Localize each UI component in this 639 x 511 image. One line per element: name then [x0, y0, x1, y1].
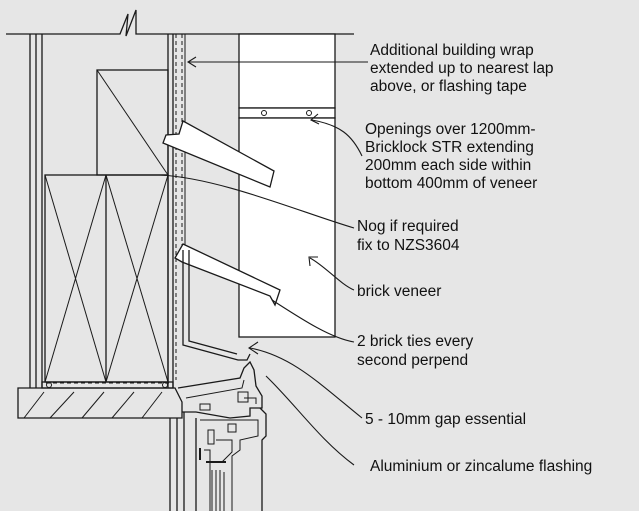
window-sill-profile [177, 360, 263, 419]
annotation-line: second perpend [357, 352, 468, 369]
annotation-line: extended up to nearest lap [370, 60, 554, 77]
annotation-bricklock-str: Openings over 1200mm- Bricklock STR exte… [365, 121, 537, 192]
leader-gap [249, 347, 363, 419]
upper-brick [238, 33, 336, 109]
leader-brick-veneer [309, 257, 355, 291]
svg-text:Bricklock STR extending: Bricklock STR extending [365, 139, 534, 156]
svg-text:Openings over 1200mm-: Openings over 1200mm- [365, 121, 536, 138]
annotation-building-wrap: Additional building wrap extended up to … [370, 42, 554, 95]
brick-ties [162, 120, 281, 307]
svg-text:Aluminium or zincalume flashin: Aluminium or zincalume flashing [370, 458, 592, 475]
svg-text:2 brick ties every: 2 brick ties every [357, 333, 474, 350]
svg-text:second perpend: second perpend [357, 352, 468, 369]
window-sill-assembly [17, 250, 267, 511]
annotation-line: Additional building wrap [370, 42, 534, 59]
annotation-nog: Nog if required fix to NZS3604 [357, 218, 460, 254]
annotation-line: bottom 400mm of veneer [365, 175, 537, 192]
timber-lining [17, 387, 183, 419]
svg-text:above, or flashing tape: above, or flashing tape [370, 78, 527, 95]
upper-brick-tie [162, 120, 275, 188]
top-break-line [6, 9, 354, 37]
svg-text:bottom 400mm of veneer: bottom 400mm of veneer [365, 175, 537, 192]
leader-lines [159, 56, 368, 466]
svg-text:Nog if required: Nog if required [357, 218, 459, 235]
annotation-gap: 5 - 10mm gap essential [365, 411, 526, 428]
annotation-line: 5 - 10mm gap essential [365, 411, 526, 428]
annotation-line: fix to NZS3604 [357, 237, 460, 254]
svg-text:200mm each side within: 200mm each side within [365, 157, 531, 174]
leader-flashing [265, 375, 355, 466]
svg-text:fix to NZS3604: fix to NZS3604 [357, 237, 460, 254]
annotation-line: Bricklock STR extending [365, 139, 534, 156]
annotation-line: Aluminium or zincalume flashing [370, 458, 592, 475]
svg-text:extended up to nearest lap: extended up to nearest lap [370, 60, 554, 77]
annotation-line: above, or flashing tape [370, 78, 527, 95]
cavity-flashing [182, 250, 251, 361]
cavity-building-wrap [46, 34, 186, 384]
lower-brick [238, 117, 336, 338]
leader-bricklock [311, 119, 363, 157]
window-frame [169, 412, 185, 511]
lower-brick-tie [174, 243, 281, 307]
annotation-flashing: Aluminium or zincalume flashing [370, 458, 592, 475]
svg-text:brick veneer: brick veneer [357, 283, 441, 300]
annotation-line: brick veneer [357, 283, 441, 300]
mortar-joint [238, 107, 336, 119]
svg-text:5 - 10mm gap essential: 5 - 10mm gap essential [365, 411, 526, 428]
annotation-brick-ties: 2 brick ties every second perpend [357, 333, 474, 369]
annotation-line: 2 brick ties every [357, 333, 474, 350]
annotation-brick-veneer: brick veneer [357, 283, 441, 300]
annotation-line: 200mm each side within [365, 157, 531, 174]
timber-framing [6, 9, 354, 389]
leader-brick-ties [271, 299, 355, 343]
svg-text:Additional building wrap: Additional building wrap [370, 42, 534, 59]
annotation-line: Nog if required [357, 218, 459, 235]
leader-nog [159, 174, 355, 229]
annotation-line: Openings over 1200mm- [365, 121, 536, 138]
brick-veneer-courses [238, 33, 336, 338]
